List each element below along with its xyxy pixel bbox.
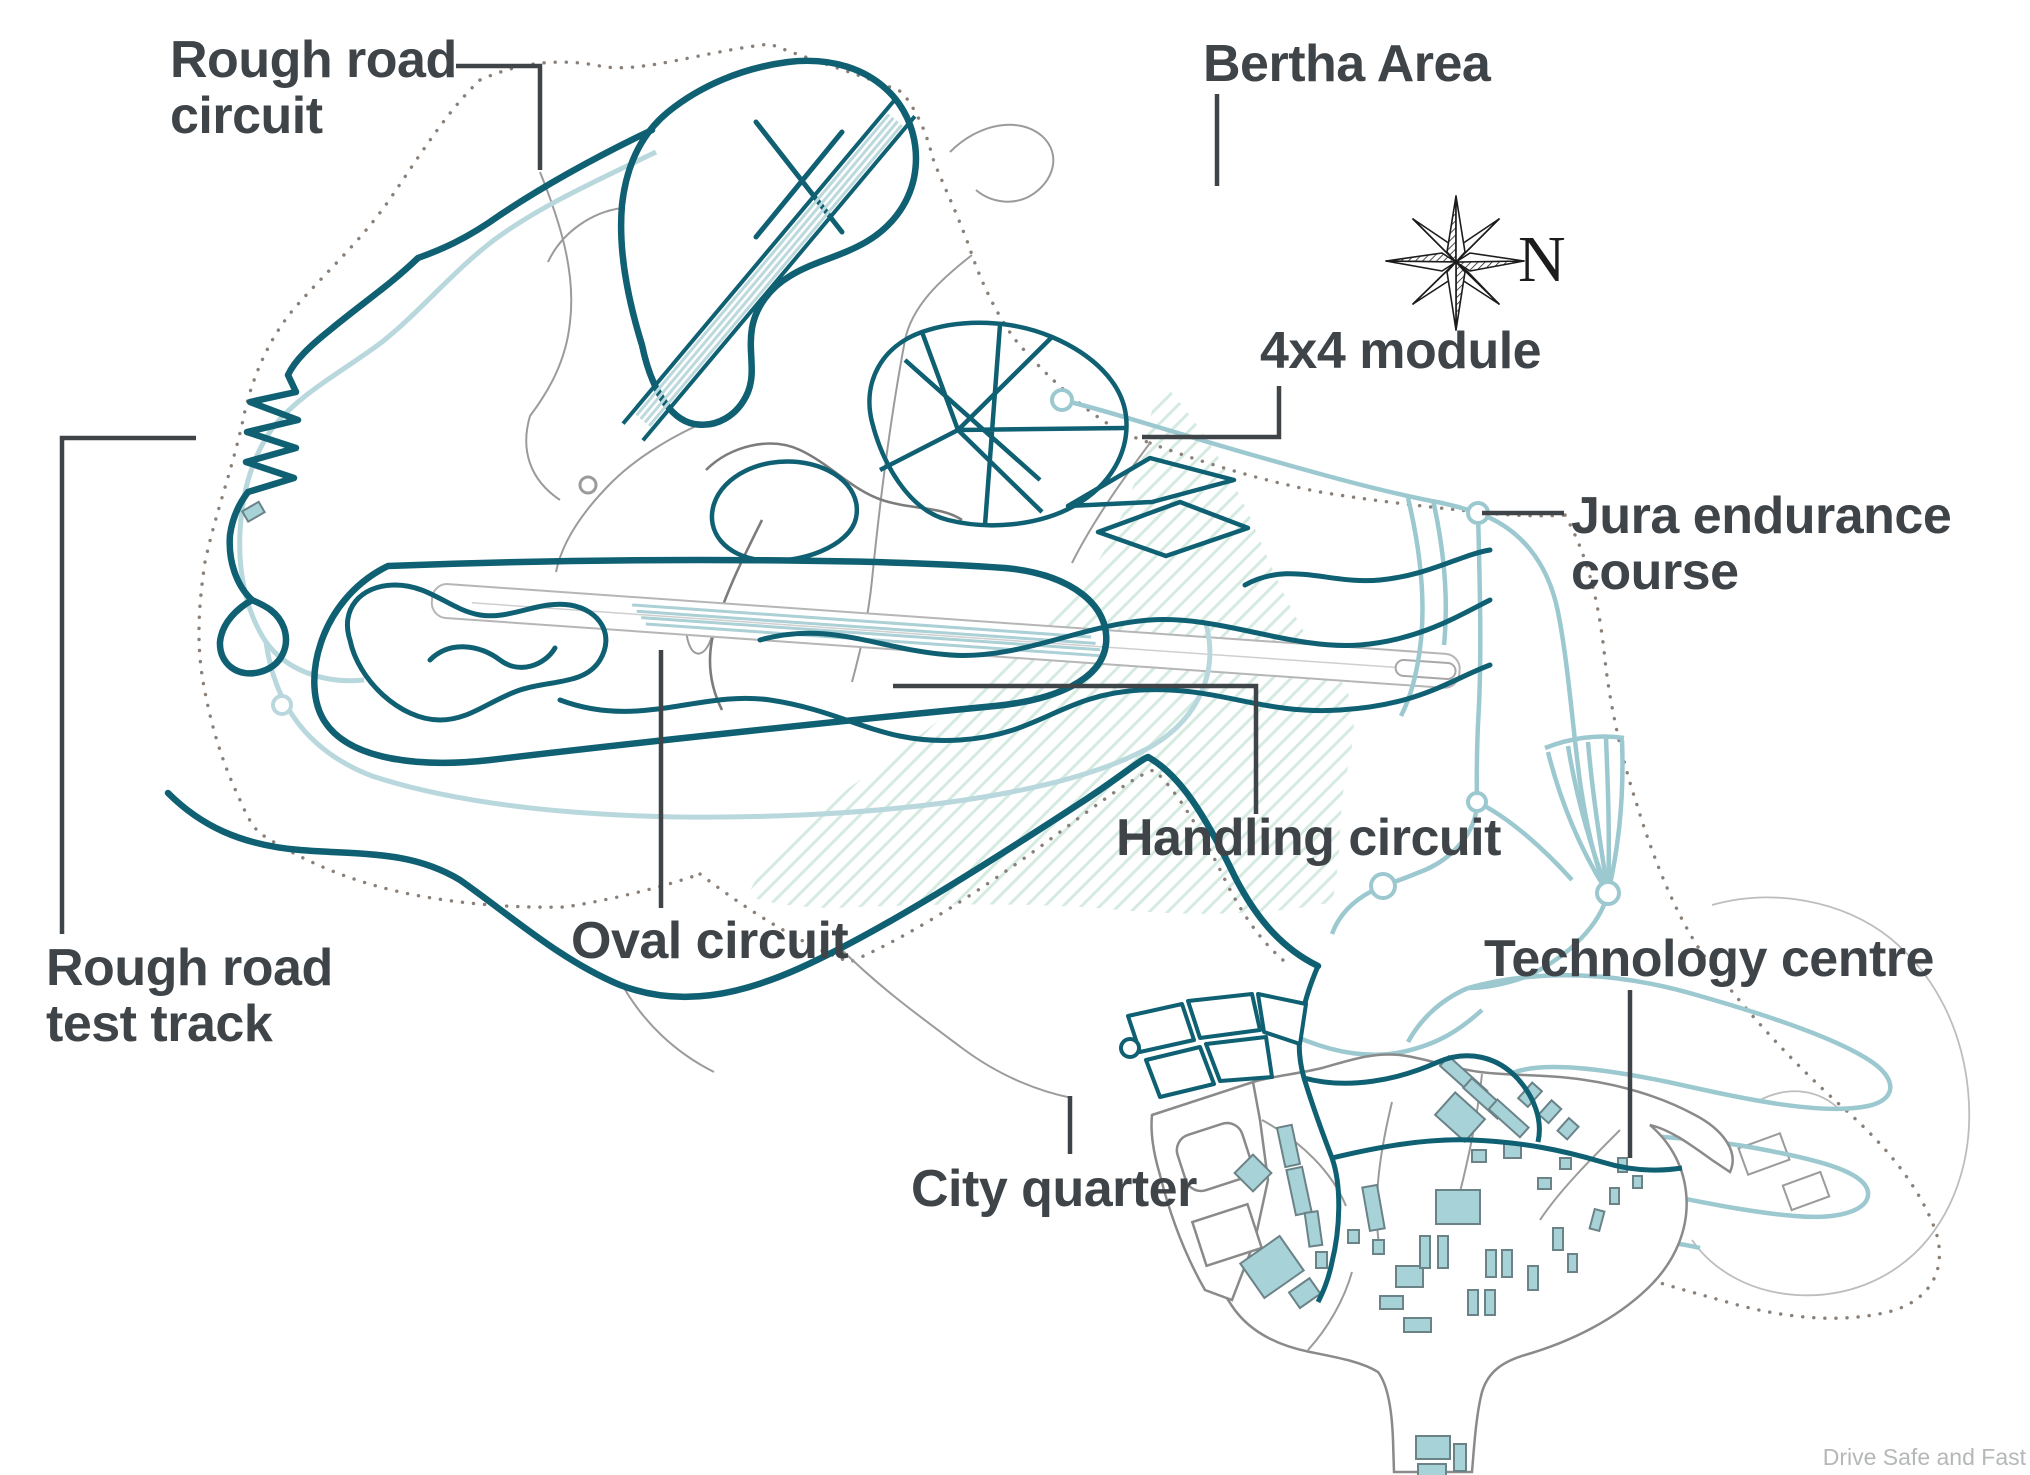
offroad-module-tracks: [709, 320, 1251, 564]
city-quarter-blocks: [1126, 992, 1308, 1099]
leader-handling-circuit: [893, 683, 1259, 814]
label-rough-road-circuit: Rough road circuit: [170, 31, 457, 145]
label-rough-road-test-track: Rough road test track: [46, 939, 333, 1053]
leader-4x4-module: [1142, 386, 1282, 440]
campus-buildings: [240, 500, 1643, 1475]
internal-dark-gray-roads: [705, 442, 963, 711]
label-4x4-module: 4x4 module: [1260, 322, 1542, 380]
city-quarter-campus: [240, 500, 1734, 1475]
main-circuits-dark-teal: [164, 57, 1322, 1001]
label-leader-lines: [59, 63, 1633, 1158]
drag-strip-chute: [621, 98, 917, 442]
label-handling-circuit: Handling circuit: [1116, 809, 1501, 867]
handling-circuit-tracks: [344, 547, 1493, 744]
label-jura-endurance-course: Jura endurance course: [1571, 487, 1952, 601]
measuring-strip: [430, 583, 1461, 689]
compass-rose-icon: [1385, 195, 1525, 331]
watermark-text: Drive Safe and Fast: [1822, 1444, 2026, 1470]
label-technology-centre: Technology centre: [1484, 930, 1934, 988]
site-boundary-dotted: [197, 42, 1942, 1320]
road-junction-nodes: [271, 388, 1621, 1059]
label-oval-circuit: Oval circuit: [571, 912, 849, 970]
secondary-roads-light-teal: [237, 149, 1213, 820]
internal-gray-roads: [525, 123, 1971, 1297]
label-bertha-area: Bertha Area: [1203, 35, 1491, 93]
leader-rough-road-circuit: [456, 63, 543, 170]
label-city-quarter: City quarter: [911, 1160, 1197, 1218]
compass-north-label: N: [1518, 223, 1566, 296]
leader-rough-road-test-track: [59, 435, 196, 934]
